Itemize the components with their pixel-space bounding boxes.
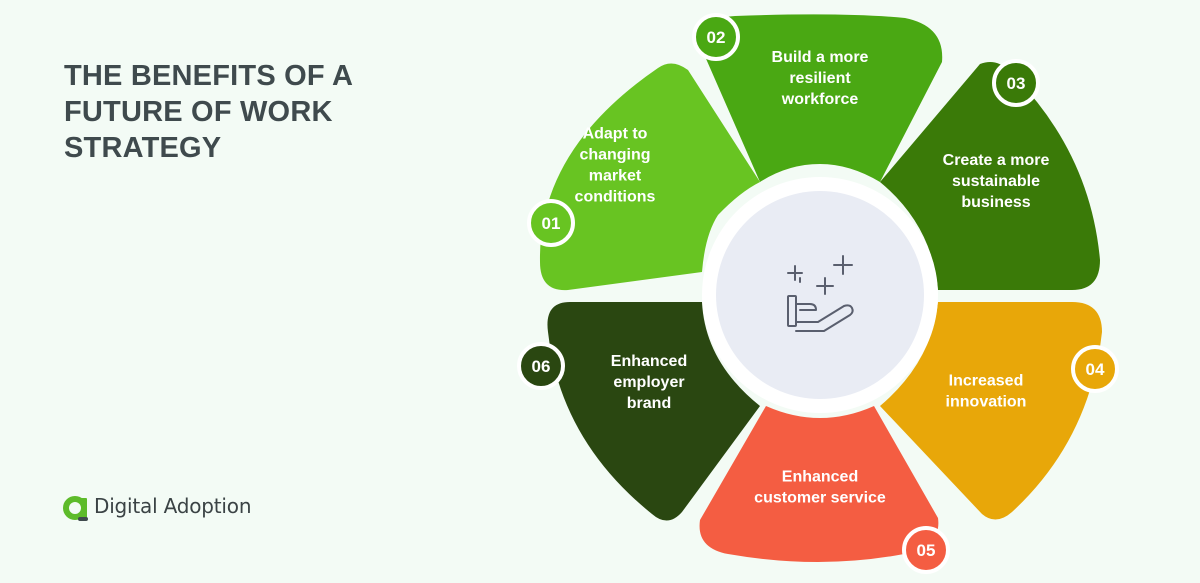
segment-02	[700, 14, 943, 183]
segment-06-label-line: Enhanced	[611, 353, 687, 370]
badge-05-number: 05	[917, 541, 936, 560]
segment-02-label-line: Build a more	[772, 49, 869, 66]
badge-06-circle	[517, 342, 565, 390]
segment-02-label-line: resilient	[789, 70, 851, 87]
badge-03-circle	[992, 59, 1040, 107]
segment-03-label-line: Create a more	[943, 152, 1050, 169]
title-line-1: THE BENEFITS OF A	[64, 60, 354, 92]
badge-02-circle	[692, 13, 740, 61]
badge-01-number: 01	[542, 214, 561, 233]
badge-06: 06	[517, 342, 565, 390]
badge-02: 02	[692, 13, 740, 61]
badge-04: 04	[1071, 345, 1119, 393]
segment-03-label: Create a more sustainable business	[943, 152, 1050, 211]
segment-04-label: Increased innovation	[946, 373, 1027, 411]
segment-06-label: Enhanced employer brand	[611, 353, 687, 412]
hand-with-sparkles-icon	[787, 255, 854, 332]
segment-03-label-line: sustainable	[952, 173, 1040, 190]
badge-06-number: 06	[532, 357, 551, 376]
segment-02-label-line: workforce	[781, 91, 859, 108]
title-line-3: STRATEGY	[64, 132, 222, 164]
badge-03-number: 03	[1007, 74, 1026, 93]
badge-01: 01	[527, 199, 575, 247]
segment-05-label-line: Enhanced	[782, 469, 858, 486]
segment-03-label-line: business	[961, 194, 1030, 211]
segment-05	[699, 406, 939, 562]
page-title: THE BENEFITS OF A FUTURE OF WORK STRATEG…	[64, 58, 394, 166]
segment-05-label-line: customer service	[754, 490, 886, 507]
segment-06-label-line: brand	[627, 395, 671, 412]
segment-05-label: Enhanced customer service	[754, 469, 886, 507]
brand-name: Digital Adoption	[94, 494, 252, 518]
segment-01-label-line: changing	[579, 147, 650, 164]
brand-logo: Digital Adoption	[62, 486, 251, 526]
segment-06	[547, 302, 760, 521]
segment-02-label: Build a more resilient workforce	[772, 49, 869, 108]
badge-04-circle	[1071, 345, 1119, 393]
segment-06-label-line: employer	[613, 374, 684, 391]
badge-04-number: 04	[1086, 360, 1105, 379]
segment-04	[880, 302, 1102, 520]
badge-02-number: 02	[707, 28, 726, 47]
segment-03	[880, 62, 1100, 290]
badge-03: 03	[992, 59, 1040, 107]
segment-01-label-line: market	[589, 168, 642, 185]
center-disc	[716, 191, 924, 399]
segment-01-label: Adapt to changing market conditions	[575, 126, 656, 206]
badge-01-circle	[527, 199, 575, 247]
segment-04-label-line: innovation	[946, 394, 1027, 411]
segment-04-label-line: Increased	[949, 373, 1024, 390]
badge-05-circle	[902, 526, 950, 574]
digital-adoption-logo-icon	[63, 496, 88, 521]
badge-05: 05	[902, 526, 950, 574]
segment-01-label-line: Adapt to	[583, 126, 648, 143]
segment-01-label-line: conditions	[575, 189, 656, 206]
title-line-2: FUTURE OF WORK	[64, 96, 333, 128]
segment-01	[539, 63, 760, 291]
